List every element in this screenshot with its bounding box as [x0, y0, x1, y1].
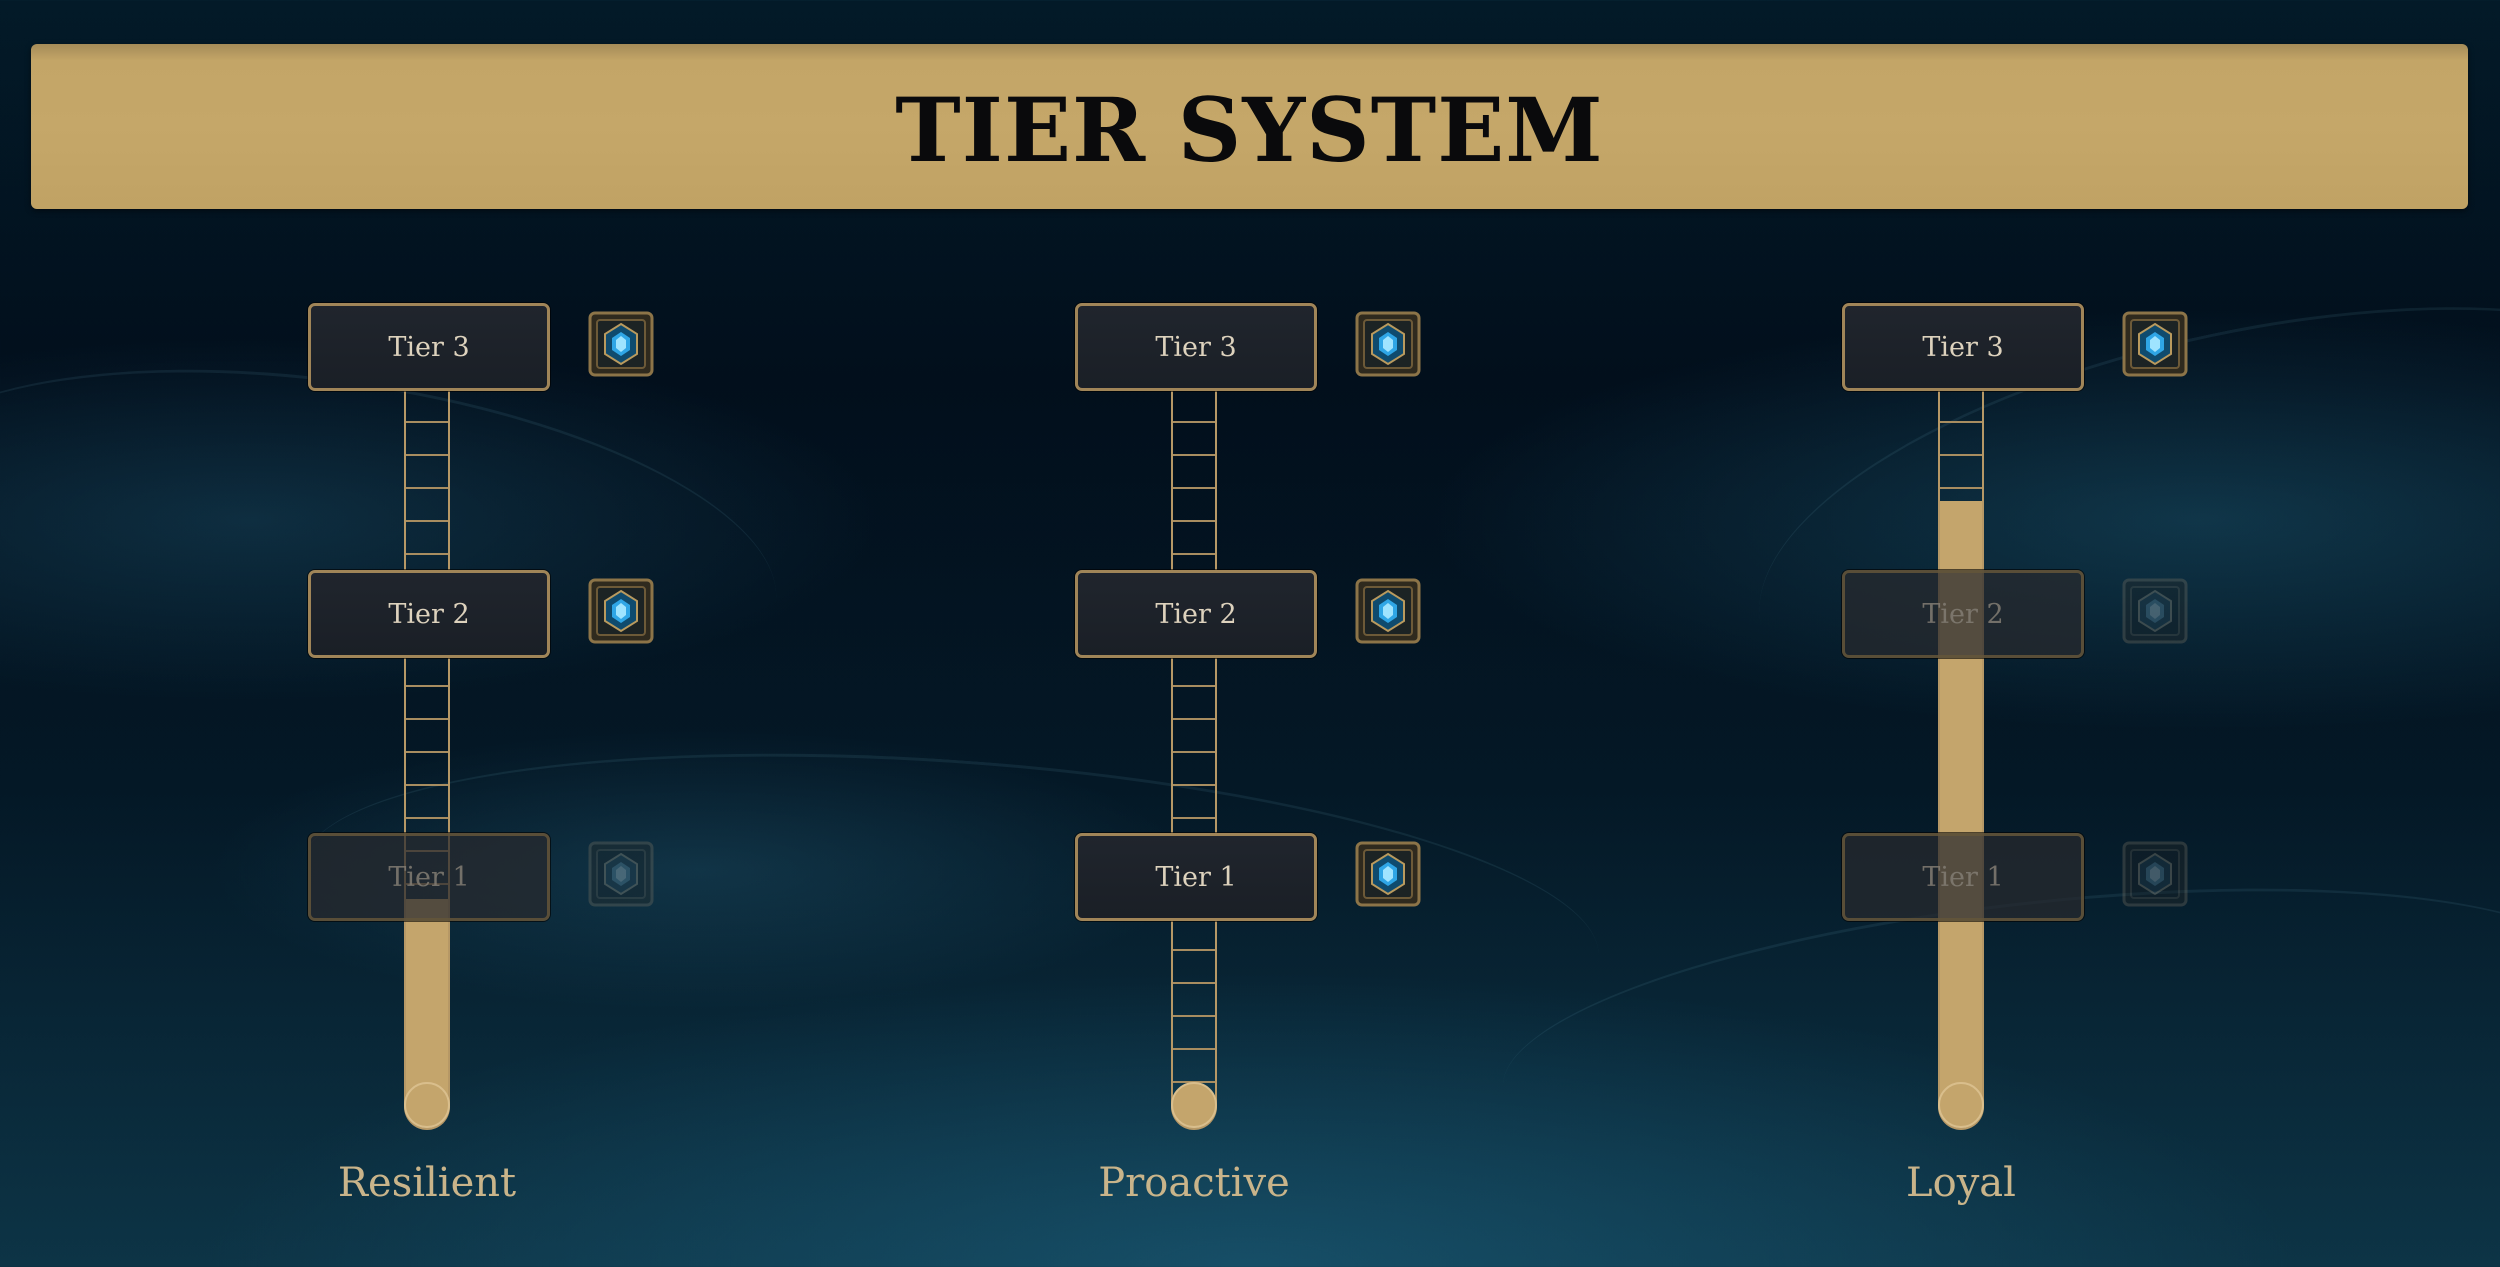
- tier-3-box[interactable]: Tier 3: [1075, 303, 1317, 391]
- tier-2-box[interactable]: Tier 2: [1075, 570, 1317, 658]
- tier-3-label: Tier 3: [1922, 331, 2004, 363]
- tier-2-label: Tier 2: [1155, 598, 1237, 630]
- tier-1-box[interactable]: Tier 1: [1075, 833, 1317, 921]
- hextech-chest-icon[interactable]: [585, 575, 657, 647]
- tier-2-box[interactable]: Tier 2: [308, 570, 550, 658]
- hextech-chest-icon[interactable]: [1352, 575, 1424, 647]
- column-label: Proactive: [1098, 1160, 1290, 1206]
- tier-3-box[interactable]: Tier 3: [1842, 303, 2084, 391]
- page-title: TIER SYSTEM: [895, 77, 1604, 182]
- hextech-chest-icon[interactable]: [585, 838, 657, 910]
- tier-1-label: Tier 1: [1155, 861, 1237, 893]
- tier-1-label: Tier 1: [388, 861, 470, 893]
- hextech-chest-icon[interactable]: [1352, 308, 1424, 380]
- hextech-chest-icon[interactable]: [2119, 308, 2191, 380]
- tier-1-box[interactable]: Tier 1: [308, 833, 550, 921]
- tier-2-box[interactable]: Tier 2: [1842, 570, 2084, 658]
- tier-3-box[interactable]: Tier 3: [308, 303, 550, 391]
- column-label: Loyal: [1906, 1160, 2016, 1206]
- hextech-chest-icon[interactable]: [2119, 838, 2191, 910]
- tier-3-label: Tier 3: [388, 331, 470, 363]
- progress-track: [1938, 390, 1984, 1130]
- tier-3-label: Tier 3: [1155, 331, 1237, 363]
- hextech-chest-icon[interactable]: [1352, 838, 1424, 910]
- column-label: Resilient: [337, 1160, 517, 1206]
- hextech-chest-icon[interactable]: [2119, 575, 2191, 647]
- progress-knob: [1938, 1082, 1984, 1128]
- progress-track: [1171, 390, 1217, 1130]
- title-banner: TIER SYSTEM: [31, 44, 2468, 209]
- progress-knob: [1171, 1082, 1217, 1128]
- hextech-chest-icon[interactable]: [585, 308, 657, 380]
- tier-1-box[interactable]: Tier 1: [1842, 833, 2084, 921]
- progress-knob: [404, 1082, 450, 1128]
- tier-1-label: Tier 1: [1922, 861, 2004, 893]
- tier-2-label: Tier 2: [388, 598, 470, 630]
- progress-track: [404, 390, 450, 1130]
- tier-2-label: Tier 2: [1922, 598, 2004, 630]
